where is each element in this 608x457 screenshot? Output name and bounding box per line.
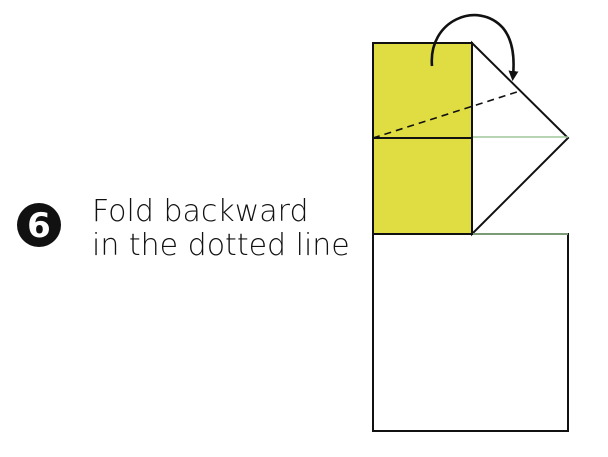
paper-yellow-upper-square bbox=[372, 42, 473, 139]
step-number: 6 bbox=[27, 206, 51, 246]
paper-white-flap bbox=[471, 40, 570, 237]
instruction-line-2: in the dotted line bbox=[92, 228, 350, 263]
dotted-fold-line bbox=[372, 90, 521, 139]
step-badge-circle bbox=[17, 203, 61, 247]
instruction-line-1: Fold backward bbox=[92, 194, 309, 229]
instruction-text: Fold backward in the dotted line bbox=[92, 195, 362, 263]
paper-yellow-lower-square bbox=[372, 137, 473, 235]
paper-lower-body bbox=[372, 233, 569, 432]
curved-arrow-icon bbox=[430, 13, 519, 81]
step-number-badge: 6 bbox=[16, 202, 62, 248]
